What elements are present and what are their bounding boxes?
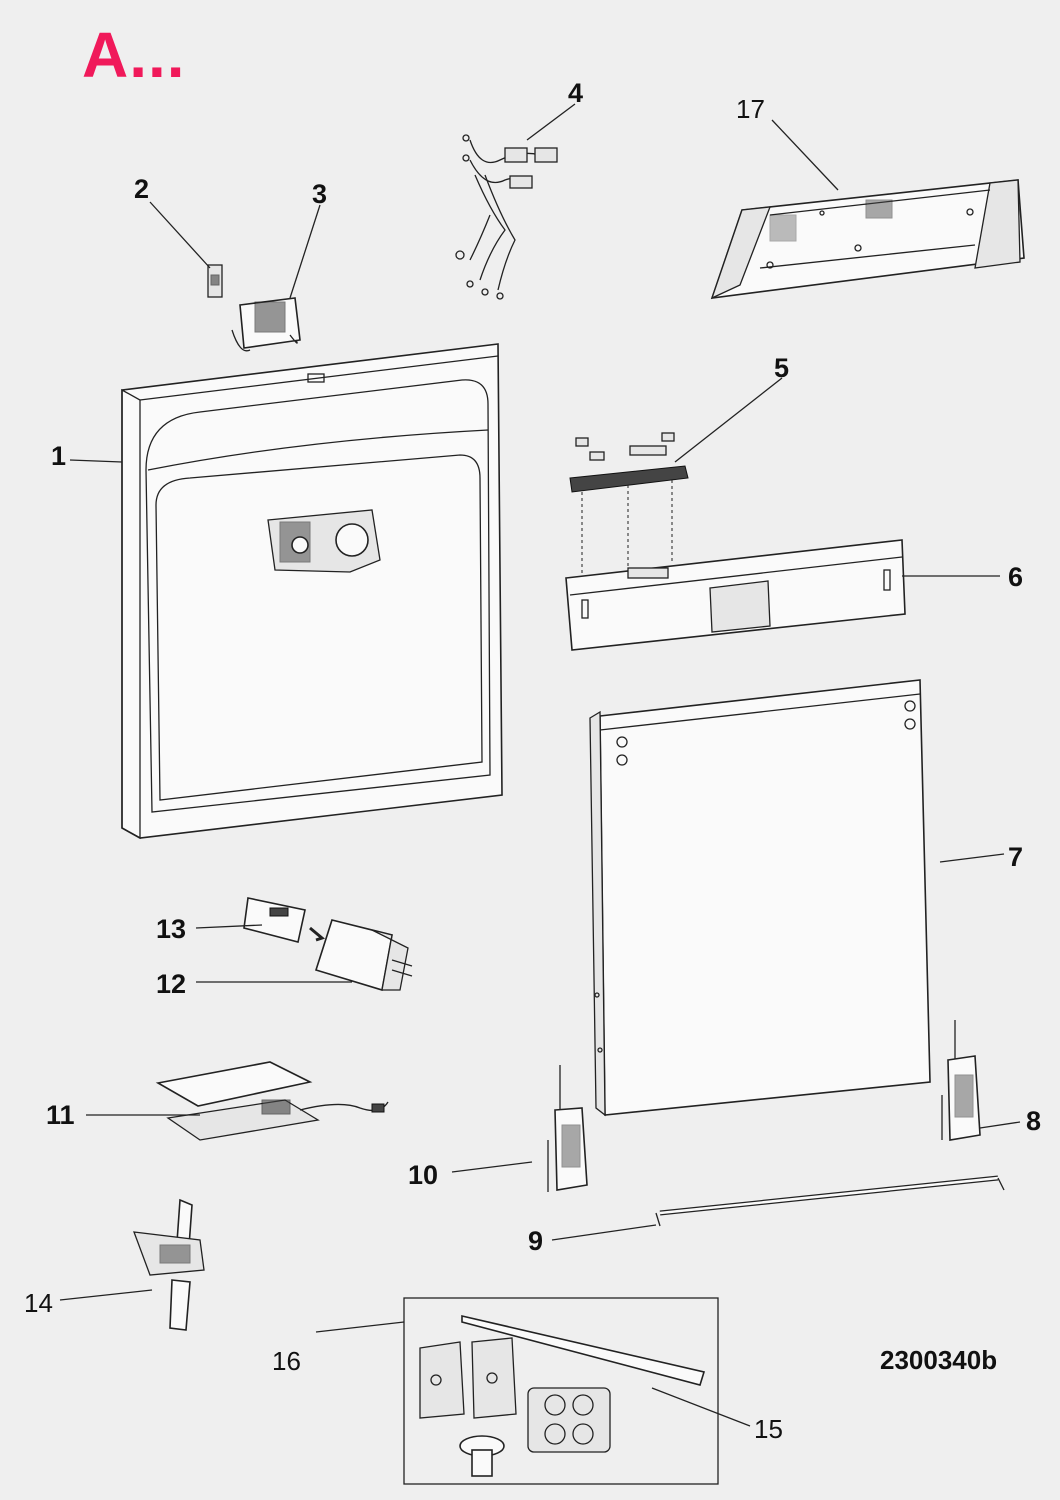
- callout-16: 16: [272, 1346, 301, 1376]
- part-7-outer-door: [589, 679, 931, 1117]
- part-10-hinge-left: [547, 1065, 588, 1192]
- part-2-clip: [207, 264, 223, 298]
- callout-2: 2: [134, 174, 149, 204]
- part-17-control-support: [710, 179, 1025, 300]
- part-12-module: [314, 919, 413, 992]
- part-1-inner-door: [121, 343, 503, 840]
- callout-9: 9: [528, 1226, 543, 1256]
- leader-lines: [59, 103, 1021, 1427]
- callout-8: 8: [1026, 1106, 1041, 1136]
- part-11-electronic-board: [155, 1061, 389, 1141]
- part-16-kit-box: [403, 1297, 719, 1485]
- part-6-control-panel: [565, 539, 906, 651]
- callout-10: 10: [408, 1160, 438, 1190]
- callout-11: 11: [46, 1100, 75, 1130]
- callout-1: 1: [51, 441, 66, 471]
- part-14-valve: [133, 1198, 205, 1331]
- part-5-push-buttons: [569, 432, 689, 580]
- diagram-code: 2300340b: [880, 1345, 998, 1375]
- part-13-label: [243, 897, 326, 943]
- callout-5: 5: [774, 353, 789, 383]
- part-4-wiring-harness: [455, 134, 558, 300]
- part-9-rod: [655, 1175, 1005, 1227]
- part-8-hinge-right: [941, 1020, 981, 1141]
- callout-14: 14: [24, 1288, 53, 1318]
- part-3-door-lock: [231, 297, 301, 352]
- callout-labels: 1 2 3 4 5 6 7 8 9 10 11 12 13 14 15 16 1…: [24, 78, 1041, 1444]
- callout-3: 3: [312, 179, 327, 209]
- diagram-title: A...: [82, 19, 186, 91]
- callout-13: 13: [156, 914, 186, 944]
- callout-12: 12: [156, 969, 186, 999]
- callout-4: 4: [568, 78, 583, 108]
- callout-7: 7: [1008, 842, 1023, 872]
- callout-15: 15: [754, 1414, 783, 1444]
- callout-17: 17: [736, 94, 765, 124]
- callout-6: 6: [1008, 562, 1023, 592]
